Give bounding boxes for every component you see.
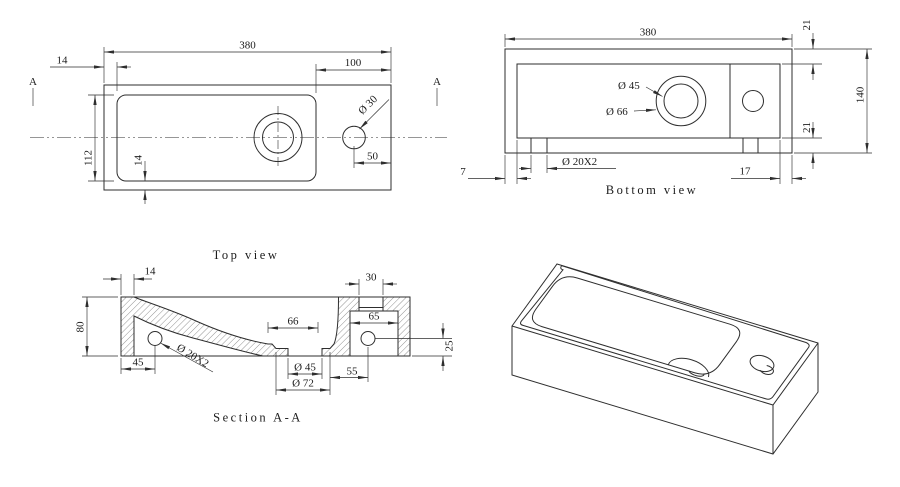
iso-box-edges: [511, 325, 819, 454]
dim-top-width: 380: [239, 40, 256, 52]
iso-drain-dome: [667, 357, 710, 378]
isometric-view: [511, 263, 819, 455]
dim-top-tap-zone: 100: [345, 57, 362, 69]
section-view: 14 30 80 45 Ø 20X2 66 65 25 55 Ø 45 Ø 72…: [75, 266, 456, 425]
dim-top-wall-left: 14: [57, 55, 69, 67]
section-hatch: [121, 297, 410, 356]
foot-hole-left: [147, 331, 163, 346]
bottom-view-label: Bottom view: [606, 183, 698, 197]
dim-bottom-height: 140: [855, 86, 867, 103]
dim-section-wall: 14: [145, 266, 157, 278]
dim-bottom-edge-left: 7: [460, 166, 466, 178]
foot-hole-right: [360, 331, 376, 346]
dim-section-floor: 66: [288, 316, 300, 328]
dim-bottom-drain-outer: Ø 66: [606, 106, 628, 118]
dim-bottom-width: 380: [640, 27, 657, 39]
section-outline: [120, 296, 411, 357]
bottom-view: 380 21 140 21 7 Ø 20X2 17 Ø 45 Ø 66 Bott…: [460, 20, 872, 197]
drain-outer-bottom: [655, 75, 707, 127]
right-void-outline: [349, 310, 399, 356]
dim-section-counterbore: 30: [366, 272, 378, 284]
iso-drain-hole: [688, 370, 705, 377]
iso-basin-opening: [531, 276, 741, 375]
dim-top-tap-offset: 50: [367, 151, 379, 163]
top-view: 380 14 100 112 14 50 Ø 30 A A Top view: [29, 40, 447, 262]
dim-section-height: 80: [75, 321, 87, 333]
section-view-label: Section A-A: [213, 411, 303, 425]
dim-section-foot-offset: 45: [133, 357, 145, 369]
basin-bowl-rim: [116, 94, 317, 182]
bottom-recess: [516, 63, 781, 139]
basin-cavity-profile: [133, 296, 339, 356]
iso-rim-inner: [520, 265, 810, 400]
iso-tap-hole: [749, 354, 775, 373]
dim-section-drain-seat: Ø 72: [292, 378, 314, 390]
top-view-label: Top view: [213, 248, 280, 262]
basin-outline-bottom: [504, 48, 793, 154]
dim-section-tap-offset: 55: [347, 366, 359, 378]
dim-bottom-feet: Ø 20X2: [562, 156, 597, 168]
dim-bottom-drain-inner: Ø 45: [618, 80, 640, 92]
iso-tap-hole-inner: [759, 365, 774, 375]
drain-inner-bottom: [663, 83, 699, 119]
dim-top-rim-bottom: 14: [133, 155, 145, 167]
section-marker-left: A: [29, 76, 37, 88]
dim-section-drain-hole: Ø 45: [294, 362, 316, 374]
dim-bottom-edge-right: 17: [740, 166, 752, 178]
dim-section-tap-depth: 25: [444, 340, 456, 352]
dim-bottom-margin-top: 21: [801, 20, 813, 31]
dim-section-cavity: 65: [369, 311, 381, 323]
tap-counterbore-outline: [358, 297, 384, 311]
dim-top-depth: 112: [83, 150, 95, 166]
under-recess-profile: [133, 315, 264, 357]
section-marker-right: A: [433, 76, 441, 88]
iso-box-outline: [511, 263, 819, 455]
tap-hole-bottom: [742, 90, 764, 112]
dim-bottom-margin-bottom: 21: [801, 122, 813, 133]
dim-top-tap-dia: Ø 30: [356, 93, 380, 117]
